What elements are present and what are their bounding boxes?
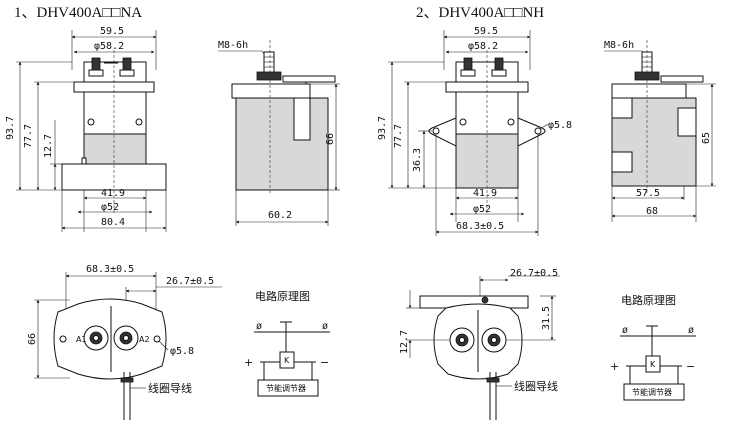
- dim-h-small-rb: 12.7: [399, 330, 410, 354]
- lead-label-rb: 线圈导线: [514, 379, 558, 393]
- dim-hole-lb: φ5.8: [170, 346, 194, 357]
- dim-h-total-r: 93.7: [377, 116, 388, 140]
- dim-dia-bottom: φ52: [101, 202, 119, 213]
- dim-width-top: 59.5: [100, 26, 124, 37]
- circuit-left-plus: +: [244, 356, 253, 369]
- dim-dia-top-r: φ58.2: [468, 41, 498, 52]
- dim-hole-r: φ5.8: [548, 120, 572, 131]
- dim-w-outer-side-r: 68: [646, 206, 658, 217]
- dim-w-side-left: 60.2: [268, 210, 292, 221]
- circuit-left-title: 电路原理图: [255, 290, 310, 303]
- left-side-view: M8-6h 66 60.2: [218, 40, 340, 226]
- dim-thread-right: M8-6h: [604, 40, 634, 51]
- dim-h-side-right: 65: [701, 132, 712, 144]
- dim-h-body-r: 77.7: [393, 124, 404, 148]
- svg-text:ø: ø: [256, 321, 262, 332]
- right-bottom-view: 26.7±0.5 31.5 12.7 线圈导线: [399, 268, 560, 420]
- dim-h-offset-rb: 31.5: [541, 306, 552, 330]
- right-side-view: M8-6h 65 57.5 68: [604, 40, 716, 222]
- terminal-a1: A1: [76, 335, 87, 344]
- dim-thread-left: M8-6h: [218, 40, 248, 51]
- dim-w-terminal-rb: 26.7±0.5: [510, 268, 558, 279]
- dim-w-inner: 41.9: [101, 188, 125, 199]
- lead-label-lb: 线圈导线: [148, 381, 192, 395]
- circuit-left-regulator: 节能调节器: [266, 383, 306, 393]
- dim-h-body: 77.7: [23, 124, 34, 148]
- dim-w-inner-r: 41.9: [473, 188, 497, 199]
- terminal-a2: A2: [139, 335, 150, 344]
- circuit-right-regulator: 节能调节器: [632, 387, 672, 397]
- circuit-right-plus: +: [610, 360, 619, 373]
- svg-text:ø: ø: [622, 325, 628, 336]
- dim-h-side-left: 66: [325, 133, 336, 145]
- dim-dia-top: φ58.2: [94, 41, 124, 52]
- circuit-right-title: 电路原理图: [621, 294, 676, 307]
- circuit-right-minus: −: [686, 360, 695, 373]
- title-right: 2、DHV400A□□NH: [416, 5, 544, 21]
- svg-text:ø: ø: [322, 321, 328, 332]
- dim-h-bottom-lb: 66: [27, 333, 38, 345]
- circuit-right-relay: K: [650, 360, 656, 369]
- dim-w-inner-side-r: 57.5: [636, 188, 660, 199]
- left-front-view: 59.5 φ58.2 93.7 77.7 12.7: [5, 26, 167, 232]
- dim-width-top-r: 59.5: [474, 26, 498, 37]
- dim-w-terminal-lb: 26.7±0.5: [166, 276, 214, 287]
- svg-text:ø: ø: [688, 325, 694, 336]
- left-bottom-view: 68.3±0.5 26.7±0.5 A1 A2 66 φ5.8 线圈导线: [27, 264, 222, 420]
- dim-h-total: 93.7: [5, 116, 16, 140]
- dim-w-flange-r: 68.3±0.5: [456, 221, 504, 232]
- dim-h-small: 12.7: [43, 134, 54, 158]
- title-left: 1、DHV400A□□NA: [14, 5, 142, 21]
- circuit-right: 电路原理图 ø ø K + − 节能调节器: [610, 294, 696, 401]
- dim-w-bottom: 80.4: [101, 217, 125, 228]
- circuit-left-relay: K: [284, 356, 290, 365]
- dim-w-flange-lb: 68.3±0.5: [86, 264, 134, 275]
- dim-dia-bottom-r: φ52: [473, 204, 491, 215]
- circuit-left: 电路原理图 ø ø K + − 节能调节器: [244, 290, 330, 397]
- right-front-view: 59.5 φ58.2 φ5.8 93.7 77.7 36.3: [377, 26, 572, 236]
- dim-h-mid-r: 36.3: [412, 148, 423, 172]
- circuit-left-minus: −: [320, 356, 329, 369]
